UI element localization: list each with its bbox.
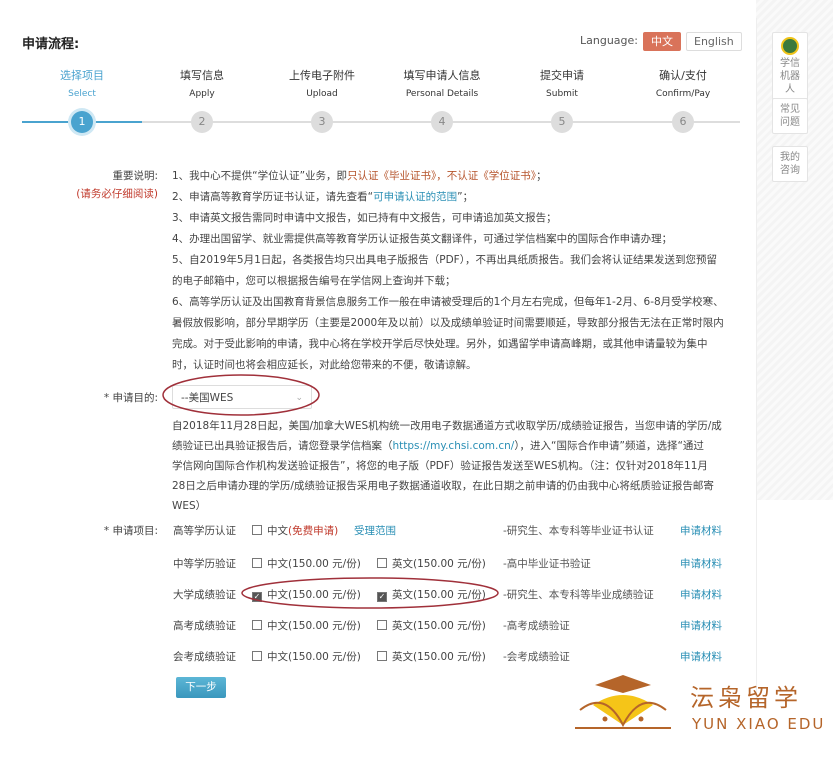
checkbox-en[interactable]: ✓英文(150.00 元/份) <box>377 589 486 602</box>
checkbox-en[interactable]: 英文(150.00 元/份) <box>377 649 486 664</box>
checkbox-icon[interactable]: ✓ <box>377 592 387 602</box>
step-5: 提交申请 Submit <box>540 69 584 99</box>
note-5b: 的电子邮箱中，您可以根据报告编号在学信网上查询并下载； <box>172 275 456 287</box>
lang-zh-button[interactable]: 中文 <box>643 32 681 51</box>
watermark-logo <box>575 665 675 739</box>
item-name: 中等学历验证 <box>173 558 236 570</box>
checkbox-zh[interactable]: 中文(150.00 元/份) <box>252 649 361 664</box>
robot-avatar-icon <box>781 37 799 55</box>
materials-link[interactable]: 申请材料 <box>680 525 722 537</box>
note-1: 1、我中心不提供“学位认证”业务，即只认证《毕业证书》，不认证《学位证书》； <box>172 170 547 182</box>
note-6b: 暑假放假影响，部分早期学历（主要是2000年及以前）以及成绩单验证时间需要顺延，… <box>172 317 724 329</box>
wes-note-1: 自2018年11月28日起，美国/加拿大WES机构统一改用电子数据通道方式收取学… <box>172 420 722 432</box>
notes-sublabel: (请务必仔细阅读) <box>76 188 158 200</box>
page-title: 申请流程: <box>22 37 80 52</box>
lang-en-button[interactable]: English <box>686 32 742 51</box>
purpose-select[interactable]: --美国WES ⌄ <box>172 385 312 409</box>
checkbox-en[interactable]: 英文(150.00 元/份) <box>377 618 486 633</box>
materials-link[interactable]: 申请材料 <box>680 620 722 632</box>
checkbox-icon[interactable] <box>252 651 262 661</box>
item-name: 高考成绩验证 <box>173 620 236 632</box>
note-4: 4、办理出国留学、就业需提供高等教育学历认证报告英文翻译件，可通过学信档案中的国… <box>172 233 673 245</box>
item-name: 会考成绩验证 <box>173 651 236 663</box>
step-1: 选择项目 Select <box>60 69 104 99</box>
note-6c: 完成。对于受此影响的申请，我中心将在学校开学后尽快处理。另外，如遇留学申请高峰期… <box>172 338 708 350</box>
items-label: * 申请项目: <box>103 525 158 537</box>
checkbox-icon[interactable] <box>377 620 387 630</box>
materials-link[interactable]: 申请材料 <box>680 651 722 663</box>
wes-note-2: 绩验证已出具验证报告后，请您登录学信档案（https://my.chsi.com… <box>172 440 704 452</box>
annotation-circle-row <box>241 577 499 609</box>
watermark-text-en: YUN XIAO EDU <box>692 715 826 733</box>
step-circle-6: 6 <box>672 111 694 133</box>
step-6: 确认/支付 Confirm/Pay <box>655 69 711 99</box>
chevron-down-icon: ⌄ <box>295 393 303 403</box>
purpose-label: * 申请目的: <box>103 392 158 404</box>
item-name: 大学成绩验证 <box>173 589 236 601</box>
step-circle-4: 4 <box>431 111 453 133</box>
checkbox-icon[interactable] <box>377 558 387 568</box>
notes-label: 重要说明: <box>112 170 158 182</box>
step-2: 填写信息 Apply <box>180 69 224 99</box>
note-3: 3、申请英文报告需同时申请中文报告，如已持有中文报告，可申请追加英文报告； <box>172 212 557 224</box>
item-description: -高考成绩验证 <box>503 620 570 632</box>
item-description: -研究生、本专科等毕业证书认证 <box>503 525 654 537</box>
item-description: -研究生、本专科等毕业成绩验证 <box>503 589 654 601</box>
step-circle-2: 2 <box>191 111 213 133</box>
wes-note-3: 学信网向国际合作机构发送验证报告”，将您的电子版（PDF）验证报告发送至WES机… <box>172 460 708 472</box>
step-circle-3: 3 <box>311 111 333 133</box>
note-6a: 6、高等学历认证及出国教育背景信息服务工作一般在申请被受理后的1个月左右完成，但… <box>172 296 724 308</box>
checkbox-en[interactable]: 英文(150.00 元/份) <box>377 556 486 571</box>
note-5a: 5、自2019年5月1日起，各类报告均只出具电子版报告（PDF），不再出具纸质报… <box>172 254 717 266</box>
checkbox-icon[interactable] <box>252 525 262 535</box>
checkbox-icon[interactable] <box>252 620 262 630</box>
step-4: 填写申请人信息 Personal Details <box>403 69 481 99</box>
scope-link[interactable]: 受理范围 <box>354 525 396 537</box>
checkbox-icon[interactable]: ✓ <box>252 592 262 602</box>
item-description: -高中毕业证书验证 <box>503 558 591 570</box>
step-circle-1: 1 <box>71 111 93 133</box>
materials-link[interactable]: 申请材料 <box>680 589 722 601</box>
checkbox-zh[interactable]: ✓中文(150.00 元/份) <box>252 589 361 602</box>
wes-note-4: 28日之后申请办理的学历/成绩验证报告采用电子数据通道收取，在此日期之前申请的仍… <box>172 480 714 492</box>
next-button[interactable]: 下一步 <box>176 677 226 698</box>
wes-note-5: WES） <box>172 500 207 512</box>
step-circle-5: 5 <box>551 111 573 133</box>
language-label: Language: <box>580 34 638 47</box>
item-name: 高等学历认证 <box>173 525 236 537</box>
sidebar-faq-button[interactable]: 常见问题 <box>772 98 808 134</box>
checkbox-icon[interactable] <box>377 651 387 661</box>
checkbox-zh[interactable]: 中文(150.00 元/份) <box>252 618 361 633</box>
scope-link[interactable]: 可申请认证的范围 <box>373 191 458 203</box>
annotation-circle-purpose <box>162 374 320 416</box>
checkbox-zh[interactable]: 中文(150.00 元/份) <box>252 556 361 571</box>
checkbox-icon[interactable] <box>252 558 262 568</box>
chsi-link[interactable]: https://my.chsi.com.cn/ <box>392 440 515 452</box>
item-description: -会考成绩验证 <box>503 651 570 663</box>
step-track <box>22 121 740 123</box>
note-2: 2、申请高等教育学历证书认证，请先查看“可申请认证的范围”； <box>172 191 474 203</box>
watermark-text-zh: 沄枭留学 <box>690 684 802 712</box>
owl-logo-icon <box>575 675 671 729</box>
checkbox-zh[interactable]: 中文(免费申请) <box>252 523 338 538</box>
sidebar-consult-button[interactable]: 我的咨询 <box>772 146 808 182</box>
note-6d: 时，认证时间也将会相应延长，对此给您带来的不便，敬请谅解。 <box>172 359 477 371</box>
sidebar-robot-button[interactable]: 学信机器人 <box>772 32 808 101</box>
step-3: 上传电子附件 Upload <box>289 69 355 99</box>
materials-link[interactable]: 申请材料 <box>680 558 722 570</box>
